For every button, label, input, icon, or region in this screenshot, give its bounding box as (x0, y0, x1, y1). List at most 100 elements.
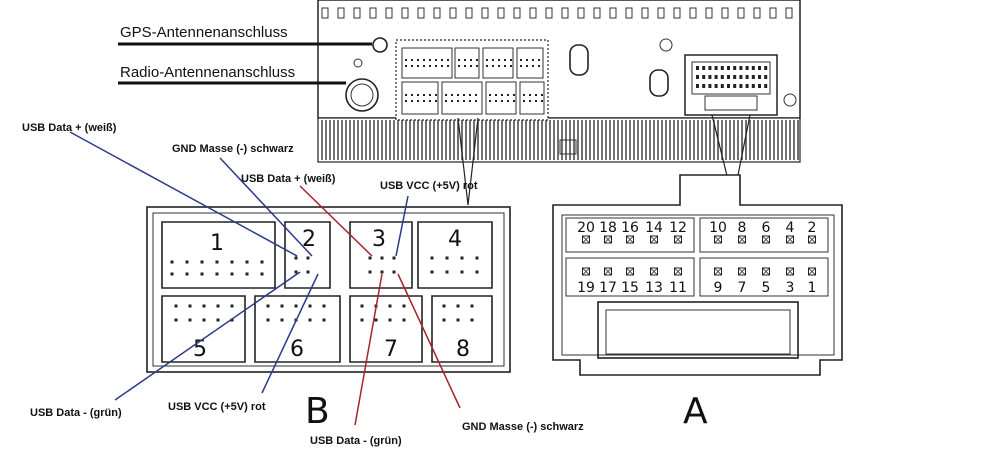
pin (411, 59, 413, 61)
pin (764, 75, 768, 79)
pin (475, 100, 477, 102)
pin-number: 9 (714, 280, 723, 296)
pin-marker (626, 267, 634, 276)
pin (306, 270, 310, 274)
pin (520, 65, 522, 67)
pin (457, 100, 459, 102)
pin (470, 318, 474, 322)
pin (360, 304, 364, 308)
pin (200, 272, 204, 276)
gps-antenna-socket (372, 37, 388, 53)
pin (751, 75, 755, 79)
pin (441, 65, 443, 67)
pin (435, 100, 437, 102)
pin-row-top-left (565, 217, 695, 253)
pin-marker (808, 235, 816, 244)
pin (266, 318, 270, 322)
pin (445, 256, 449, 260)
connector-b-block-2: 2 (284, 221, 331, 289)
pin-number: 19 (577, 280, 595, 296)
pin (417, 100, 419, 102)
pin (445, 94, 447, 96)
pin (714, 75, 718, 79)
pin (727, 75, 730, 79)
pin (174, 318, 178, 322)
pin (230, 318, 234, 322)
pin (758, 66, 761, 70)
pin (526, 59, 528, 61)
pin (411, 94, 413, 96)
pin (230, 304, 234, 308)
block-number: 8 (456, 337, 470, 362)
pin (541, 94, 543, 96)
pin (374, 318, 378, 322)
pin (447, 59, 449, 61)
pin (476, 65, 478, 67)
pin (541, 100, 543, 102)
pin (405, 100, 407, 102)
pin (498, 59, 500, 61)
pin (476, 59, 478, 61)
pin (470, 304, 474, 308)
pin-marker (762, 267, 770, 276)
pin (405, 59, 407, 61)
pin (463, 94, 465, 96)
pin (368, 270, 372, 274)
block-number: 1 (210, 231, 224, 256)
pin-marker (626, 235, 634, 244)
mini-block (482, 47, 514, 79)
pin-marker (674, 267, 682, 276)
connector-b-block-6: 6 (254, 295, 341, 363)
pin (507, 100, 509, 102)
pin (535, 94, 537, 96)
pin (392, 270, 396, 274)
pin (260, 272, 264, 276)
pin (405, 94, 407, 96)
pin (245, 272, 249, 276)
pin (442, 304, 446, 308)
pin-marker (604, 235, 612, 244)
pin (429, 59, 431, 61)
mini-block (519, 81, 545, 115)
pin (280, 304, 284, 308)
pin (402, 318, 406, 322)
pin (513, 94, 515, 96)
block-number: 7 (384, 337, 398, 362)
pin (460, 270, 464, 274)
pin (322, 304, 326, 308)
pin (720, 66, 724, 70)
pin (739, 75, 743, 79)
mount-hole (353, 58, 363, 68)
pin (529, 94, 531, 96)
pin (457, 94, 459, 96)
callout-line-b (457, 117, 469, 206)
label-b3-usb-data-minus: USB Data - (grün) (310, 435, 402, 447)
pin-number: 7 (738, 280, 747, 296)
pin (507, 94, 509, 96)
pin (464, 59, 466, 61)
wire-b3-gnd (397, 273, 461, 409)
connector-b-block-7: 7 (349, 295, 423, 363)
pin-marker (714, 267, 722, 276)
pin (739, 66, 743, 70)
pin-number: 15 (621, 280, 639, 296)
pin (751, 66, 755, 70)
pin (492, 65, 494, 67)
pin (520, 59, 522, 61)
pin (532, 65, 534, 67)
label-b3-gnd: GND Masse (-) schwarz (462, 421, 584, 433)
pin (764, 84, 768, 88)
pin (696, 75, 699, 79)
label-b2-vcc: USB VCC (+5V) rot (168, 401, 266, 413)
pin (538, 59, 540, 61)
pin (445, 270, 449, 274)
pin-marker (582, 267, 590, 276)
heatsink-fins (317, 117, 801, 163)
wire-b2-gnd (219, 157, 313, 257)
pin-marker (786, 235, 794, 244)
pin (727, 84, 730, 88)
pin (417, 65, 419, 67)
pin-marker (650, 235, 658, 244)
pin (174, 304, 178, 308)
pin (708, 75, 712, 79)
